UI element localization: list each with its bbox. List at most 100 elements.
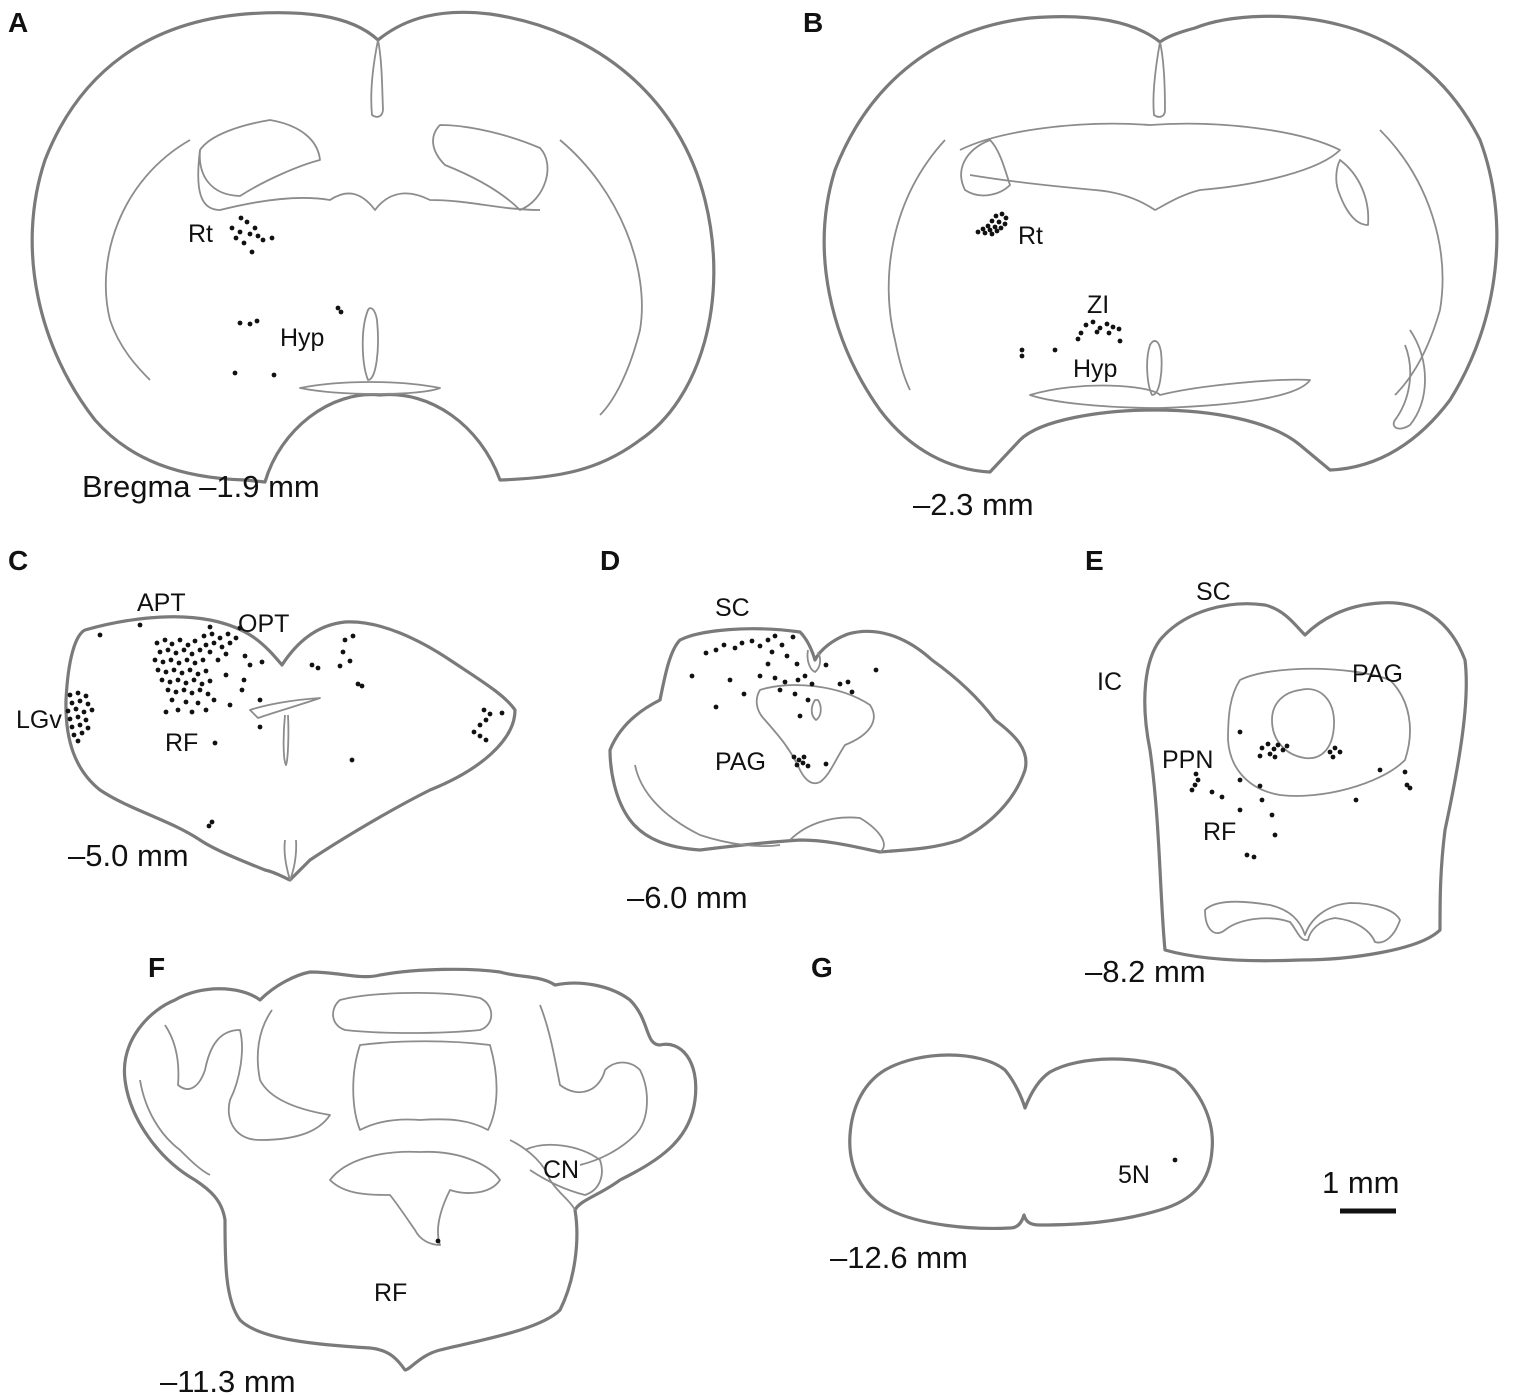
- labeled-cell: [83, 693, 89, 699]
- labeled-cell: [1272, 832, 1278, 838]
- labeled-cell: [83, 717, 89, 723]
- labeled-cell: [1271, 746, 1277, 752]
- labeled-cell: [159, 677, 165, 683]
- section-b-cortex-arc-right: [1379, 129, 1444, 396]
- labeled-cell: [171, 667, 177, 673]
- labeled-cell: [809, 681, 815, 687]
- labeled-cell: [982, 230, 988, 236]
- labeled-cell: [801, 754, 807, 760]
- labeled-cell: [350, 633, 356, 639]
- labeled-cell: [1265, 741, 1271, 747]
- section-a-cortex-arc-right: [559, 139, 643, 416]
- labeled-cell: [239, 687, 245, 693]
- labeled-cell: [75, 738, 81, 744]
- section-b-outline: [822, 14, 1499, 474]
- panel-letter-e: E: [1085, 545, 1104, 576]
- labeled-cell: [1002, 221, 1008, 227]
- labeled-cell: [338, 309, 344, 315]
- label-c-opt: OPT: [238, 610, 289, 638]
- labeled-cell: [185, 642, 191, 648]
- labeled-cell: [219, 644, 225, 650]
- panel-letter-g: G: [811, 952, 833, 983]
- labeled-cell: [195, 671, 201, 677]
- labeled-cell: [229, 225, 235, 231]
- labeled-cell: [1259, 745, 1265, 751]
- labeled-cell: [238, 215, 244, 221]
- labeled-cell: [169, 697, 175, 703]
- labeled-cell: [1280, 747, 1286, 753]
- coordinate-f: –11.3 mm: [160, 1364, 296, 1395]
- labeled-cell: [233, 235, 239, 241]
- section-f-folia-left: [164, 1009, 331, 1141]
- label-e-pag: PAG: [1352, 660, 1403, 688]
- label-e-ic: IC: [1097, 668, 1122, 696]
- labeled-cell: [163, 669, 169, 675]
- section-a-cells-rt: [229, 215, 275, 255]
- labeled-cell: [794, 661, 800, 667]
- labeled-cell: [1104, 321, 1110, 327]
- labeled-cell: [1019, 353, 1025, 359]
- labeled-cell: [205, 691, 211, 697]
- labeled-cell: [201, 633, 207, 639]
- section-f-cn-region: [524, 1143, 603, 1196]
- labeled-cell: [342, 637, 348, 643]
- labeled-cell: [471, 729, 477, 735]
- labeled-cell: [81, 709, 87, 715]
- labeled-cell: [1237, 729, 1243, 735]
- label-b-rt: Rt: [1018, 222, 1043, 250]
- labeled-cell: [1269, 812, 1275, 818]
- labeled-cell: [237, 229, 243, 235]
- labeled-cell: [337, 663, 343, 669]
- section-f-fourth-ventricle: [332, 992, 493, 1034]
- labeled-cell: [183, 680, 189, 686]
- labeled-cell: [71, 732, 77, 738]
- section-a-cortex-arc-left: [104, 139, 191, 381]
- labeled-cell: [269, 235, 275, 241]
- labeled-cell: [784, 653, 790, 659]
- section-c-cells-apt: [97, 622, 217, 715]
- labeled-cell: [1106, 330, 1112, 336]
- panel-letter-f: F: [148, 952, 165, 983]
- section-a-optic-tract: [299, 381, 441, 395]
- labeled-cell: [499, 710, 505, 716]
- section-c-aqueduct: [249, 697, 321, 719]
- coordinate-g: –12.6 mm: [830, 1240, 968, 1275]
- labeled-cell: [189, 651, 195, 657]
- labeled-cell: [165, 647, 171, 653]
- labeled-cell: [1052, 347, 1058, 353]
- labeled-cell: [713, 704, 719, 710]
- labeled-cell: [89, 707, 95, 713]
- labeled-cell: [980, 226, 986, 232]
- labeled-cell: [242, 653, 248, 659]
- labeled-cell: [1209, 789, 1215, 795]
- section-c-cells-right: [309, 633, 505, 763]
- labeled-cell: [347, 658, 353, 664]
- labeled-cell: [1097, 325, 1103, 331]
- labeled-cell: [769, 649, 775, 655]
- labeled-cell: [1404, 782, 1410, 788]
- labeled-cell: [1192, 782, 1198, 788]
- section-c-cells-opt: [201, 624, 265, 708]
- labeled-cell: [703, 650, 709, 656]
- labeled-cell: [315, 665, 321, 671]
- labeled-cell: [823, 761, 829, 767]
- scale-bar: 1 mm: [1322, 1165, 1400, 1214]
- labeled-cell: [209, 631, 215, 637]
- labeled-cell: [207, 649, 213, 655]
- labeled-cell: [757, 673, 763, 679]
- labeled-cell: [1189, 787, 1195, 793]
- section-d-ventral-left: [634, 764, 781, 847]
- panel-d: D: [600, 545, 1028, 915]
- labeled-cell: [69, 724, 75, 730]
- labeled-cell: [749, 638, 755, 644]
- section-c-midline: [282, 714, 290, 766]
- labeled-cell: [77, 722, 83, 728]
- label-b-zi: ZI: [1087, 291, 1109, 319]
- labeled-cell: [179, 670, 185, 676]
- section-b-midline: [1152, 41, 1166, 118]
- section-b-hippocampus: [959, 122, 1341, 211]
- section-a-hippocampus: [197, 149, 541, 211]
- panel-letter-d: D: [600, 545, 620, 576]
- labeled-cell: [1407, 785, 1413, 791]
- section-b-cells-zi: [1075, 319, 1123, 344]
